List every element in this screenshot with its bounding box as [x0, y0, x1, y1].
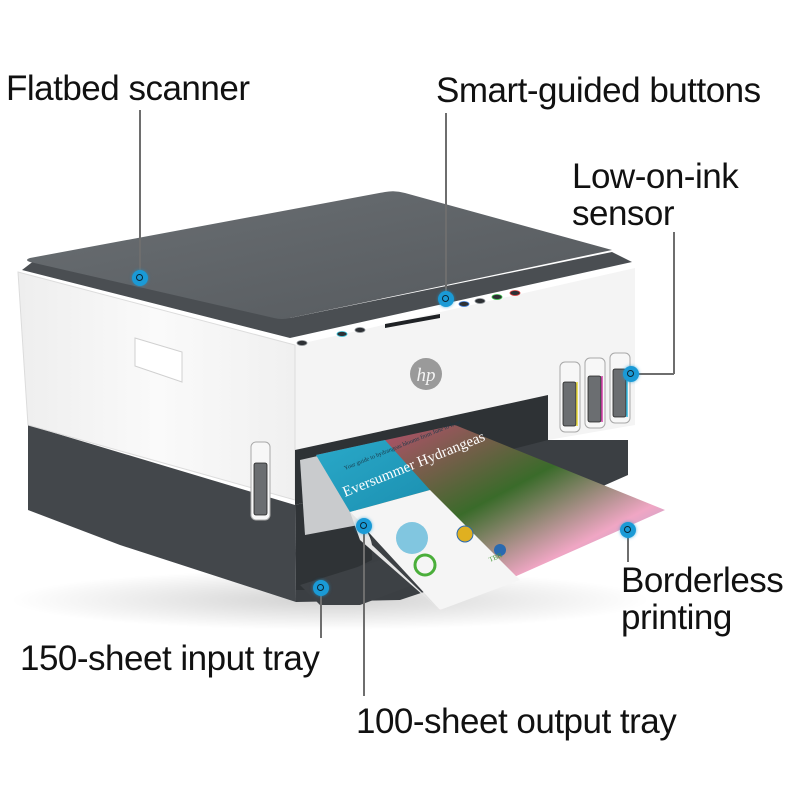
hotspot-smart-guided-buttons[interactable] [438, 291, 454, 307]
hotspot-input-tray[interactable] [313, 580, 329, 596]
label-input-tray: 150-sheet input tray [20, 639, 320, 678]
side-latch [134, 337, 183, 383]
leader-flatbed-scanner [139, 110, 141, 278]
scanner-lid [27, 191, 612, 319]
ink-tank-cyan [609, 352, 631, 424]
body-side [295, 268, 635, 450]
leader-input-tray [320, 588, 322, 638]
ink-tank-black [250, 441, 271, 521]
hotspot-low-on-ink-sensor[interactable] [623, 366, 639, 382]
leader-low-on-ink-h [631, 373, 674, 375]
base-left [28, 425, 296, 602]
control-strip [22, 252, 632, 338]
leader-smart-guided-buttons [445, 113, 447, 299]
label-borderless-printing: Borderless printing [621, 561, 784, 637]
control-buttons [296, 290, 521, 346]
leader-low-on-ink-v [673, 232, 675, 374]
leader-output-tray [363, 526, 365, 696]
label-low-on-ink-sensor: Low-on-ink sensor [572, 157, 739, 233]
leader-borderless-printing [627, 530, 629, 562]
hp-logo: hp [410, 358, 442, 390]
hotspot-borderless-printing[interactable] [620, 522, 636, 538]
ink-tank-magenta [584, 357, 606, 429]
printed-page: Eversummer Hydrangeas Your guide to hydr… [316, 418, 665, 610]
label-flatbed-scanner: Flatbed scanner [6, 69, 250, 108]
hotspot-flatbed-scanner[interactable] [132, 270, 148, 286]
ink-tank-yellow [559, 361, 581, 433]
svg-text:hp: hp [417, 365, 436, 386]
label-output-tray: 100-sheet output tray [356, 702, 677, 741]
body-front [18, 272, 295, 500]
hotspot-output-tray[interactable] [356, 518, 372, 534]
label-smart-guided-buttons: Smart-guided buttons [436, 71, 761, 110]
